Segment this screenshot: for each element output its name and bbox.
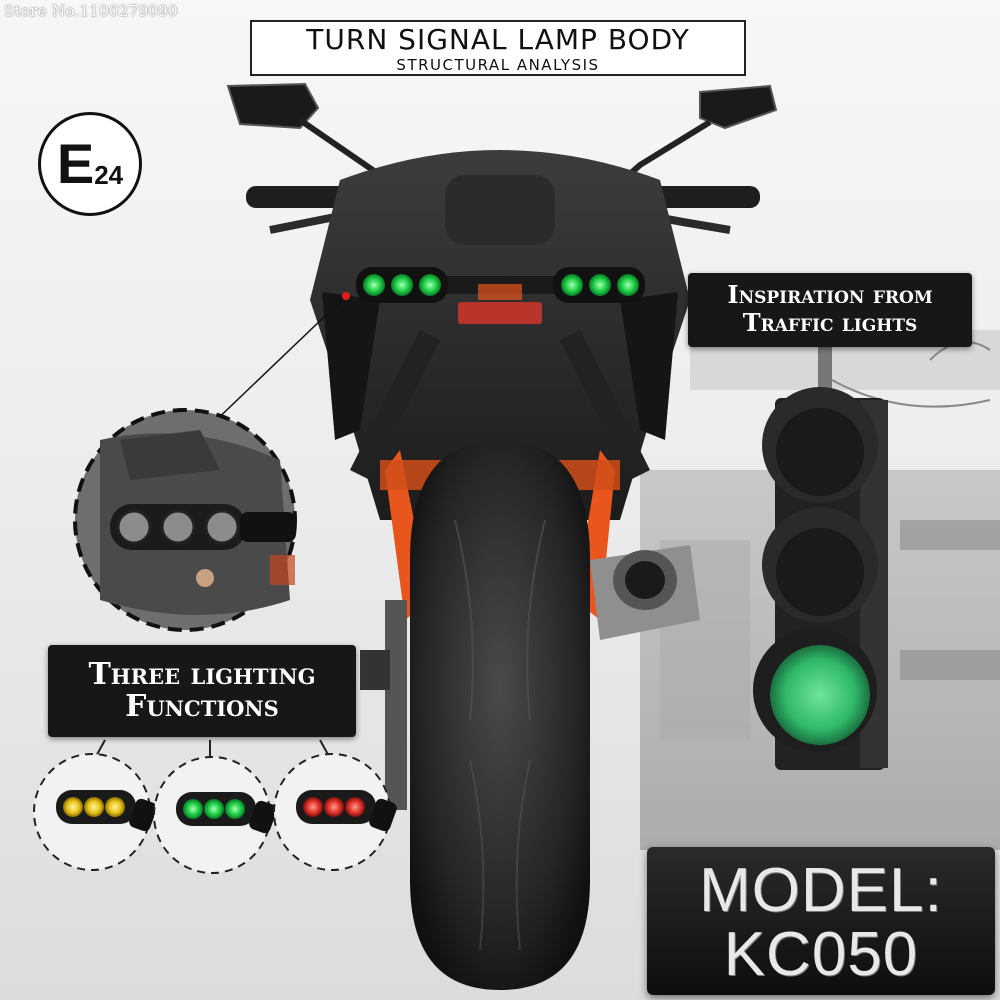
e-mark-certification-badge: E 24 (38, 112, 142, 216)
lamp-variant-red (273, 753, 397, 871)
lamp-variant-yellow (33, 753, 157, 871)
rear-tire (410, 440, 590, 990)
model-number: KC050 (723, 920, 919, 989)
functions-line-1: Three lighting (88, 657, 316, 692)
page-subtitle: STRUCTURAL ANALYSIS (396, 56, 600, 74)
chain (360, 600, 407, 810)
functions-line-2: Functions (125, 689, 279, 724)
cert-letter: E (56, 132, 95, 195)
model-label: MODEL: (699, 856, 943, 925)
functions-callout: Three lighting Functions (48, 645, 356, 737)
traffic-light (753, 387, 888, 770)
page-title: TURN SIGNAL LAMP BODY (306, 23, 690, 56)
model-badge: MODEL: KC050 (647, 847, 995, 995)
title-box: TURN SIGNAL LAMP BODY STRUCTURAL ANALYSI… (250, 20, 746, 76)
cert-number: 24 (94, 159, 124, 190)
lamp-variant-green (153, 756, 277, 874)
inspiration-callout: Inspiration from Traffic lights (688, 273, 972, 347)
inspiration-line-2: Traffic lights (742, 308, 918, 337)
exhaust (590, 545, 700, 640)
rear-turn-signal-lights (363, 274, 639, 296)
magnified-detail (73, 408, 297, 632)
inspiration-line-1: Inspiration from (727, 280, 933, 309)
store-watermark: Store No.1100279090 (4, 2, 178, 20)
